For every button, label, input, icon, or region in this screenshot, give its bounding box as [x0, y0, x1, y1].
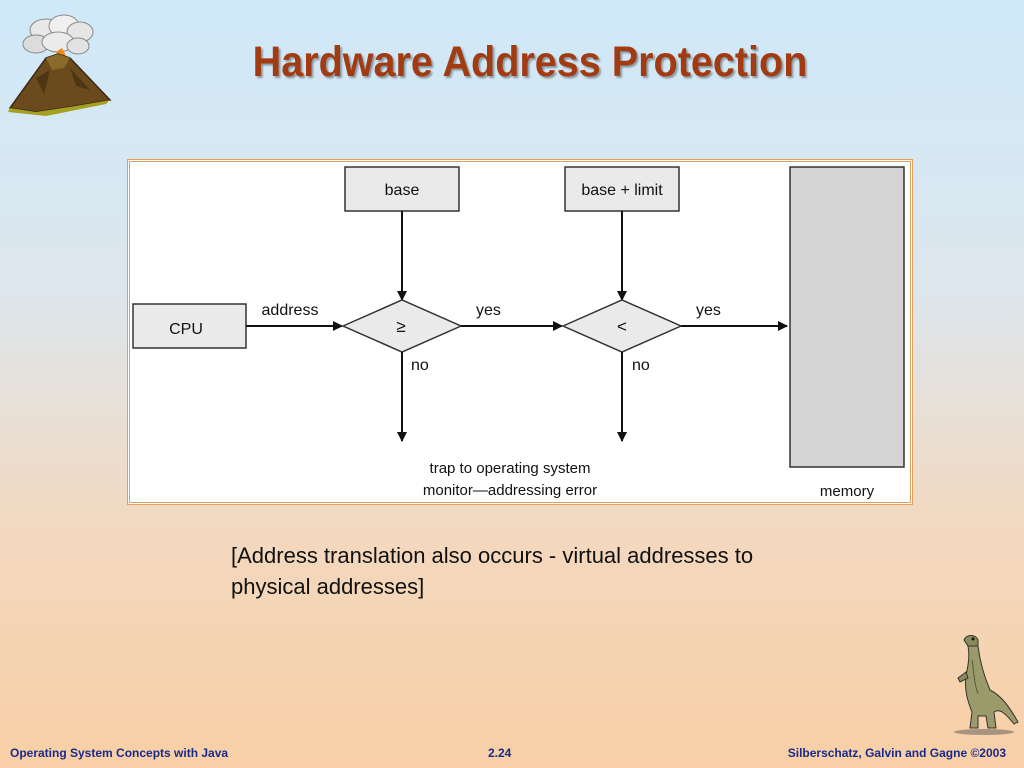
trap-text-line2: monitor—addressing error — [423, 482, 597, 499]
compare-less-than-diamond: < — [561, 299, 683, 353]
memory-label: memory — [820, 483, 875, 500]
compare-greater-equal-diamond: ≥ — [341, 299, 463, 353]
footer-slide-number: 2.24 — [488, 746, 512, 760]
compare2-symbol: < — [617, 317, 627, 336]
dinosaur-icon — [954, 635, 1019, 735]
trap-text-line1: trap to operating system — [430, 460, 591, 477]
slide-title: Hardware Address Protection — [252, 38, 808, 86]
yes1-label: yes — [476, 302, 501, 319]
compare1-symbol: ≥ — [396, 317, 405, 336]
no1-label: no — [411, 357, 429, 374]
address-protection-diagram: base base + limit CPU address ≥ yes < — [127, 159, 913, 505]
caption-line-2: physical addresses] — [231, 574, 425, 599]
cpu-box: CPU — [132, 303, 247, 349]
base-label: base — [385, 182, 420, 199]
base-limit-label: base + limit — [581, 182, 663, 199]
diagram-canvas: base base + limit CPU address ≥ yes < — [132, 166, 905, 500]
slide-caption: [Address translation also occurs - virtu… — [231, 540, 871, 602]
base-register-box: base — [344, 166, 460, 212]
caption-line-1: [Address translation also occurs - virtu… — [231, 543, 754, 568]
volcano-icon — [8, 14, 112, 116]
no2-label: no — [632, 357, 650, 374]
yes2-label: yes — [696, 302, 721, 319]
footer-book-title: Operating System Concepts with Java — [10, 746, 229, 760]
memory-block: memory — [789, 166, 905, 500]
base-limit-box: base + limit — [564, 166, 680, 212]
cpu-label: CPU — [169, 321, 203, 338]
address-label: address — [262, 302, 319, 319]
footer-copyright: Silberschatz, Galvin and Gagne ©2003 — [787, 746, 1006, 760]
